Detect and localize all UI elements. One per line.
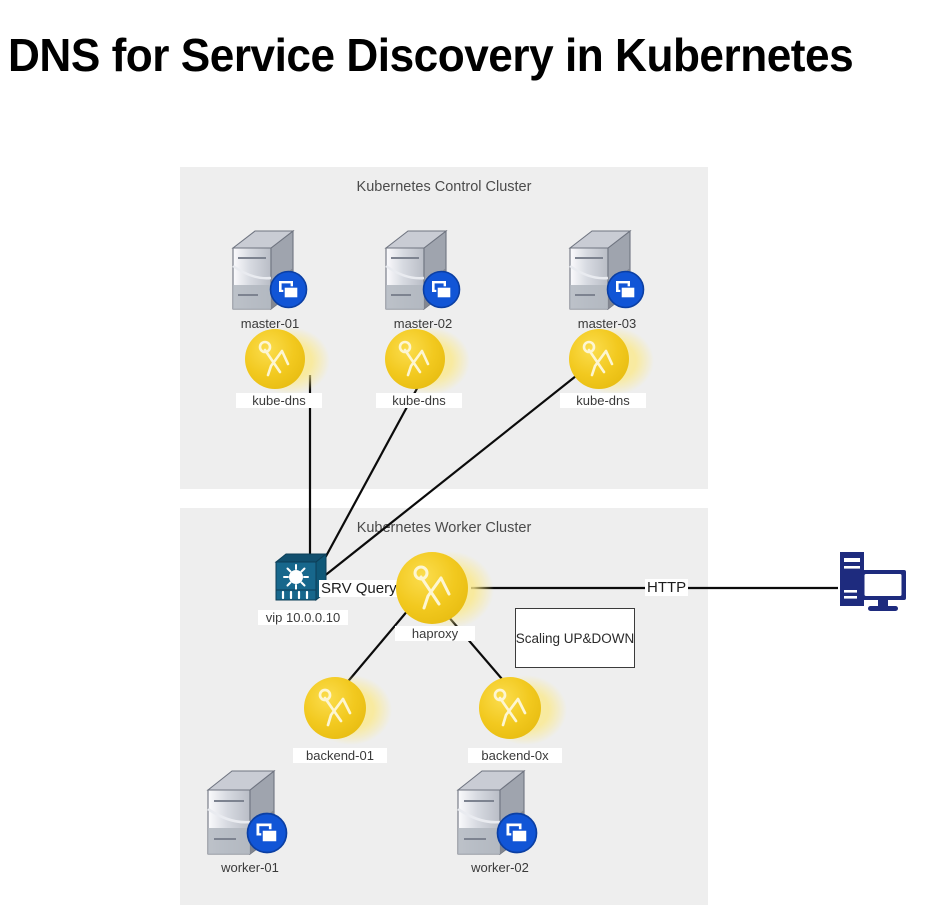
node-worker-02[interactable]: worker-02 xyxy=(450,760,544,875)
edge-label-srv-query: SRV Query xyxy=(319,580,399,597)
dns-pod-icon xyxy=(391,548,495,639)
node-backend-01[interactable]: backend-01 xyxy=(293,672,393,763)
server-icon xyxy=(562,222,648,319)
scaling-note-box: Scaling UP&DOWN xyxy=(515,608,635,668)
node-label: worker-01 xyxy=(221,860,279,875)
server-icon xyxy=(450,760,544,865)
dns-pod-icon xyxy=(472,672,568,753)
node-label: master-02 xyxy=(393,316,453,331)
node-worker-01[interactable]: worker-01 xyxy=(200,760,294,875)
vm-badge-icon xyxy=(422,270,461,314)
server-icon xyxy=(200,760,294,865)
dns-pod-icon xyxy=(562,325,654,402)
node-label: kube-dns xyxy=(236,393,322,408)
control-cluster-title: Kubernetes Control Cluster xyxy=(356,179,532,195)
dns-pod-icon xyxy=(297,672,393,753)
node-backend-0x[interactable]: backend-0x xyxy=(468,672,568,763)
node-label: worker-02 xyxy=(471,860,529,875)
node-label: kube-dns xyxy=(376,393,462,408)
node-haproxy[interactable]: haproxy xyxy=(391,548,495,641)
dns-pod-icon xyxy=(378,325,470,402)
network-switch-icon xyxy=(274,552,328,609)
server-icon xyxy=(378,222,464,319)
vm-badge-icon xyxy=(246,812,288,859)
node-kube-dns-1[interactable]: kube-dns xyxy=(236,325,330,408)
server-icon xyxy=(225,222,311,319)
node-client-computer[interactable] xyxy=(836,550,910,621)
node-label: master-01 xyxy=(240,316,300,331)
dns-pod-icon xyxy=(238,325,330,402)
node-label: kube-dns xyxy=(560,393,646,408)
vm-badge-icon xyxy=(606,270,645,314)
node-master-01[interactable]: master-01 xyxy=(225,222,311,331)
node-network-switch[interactable]: vip 10.0.0.10 xyxy=(258,552,348,625)
scaling-note-text: Scaling UP&DOWN xyxy=(515,630,635,646)
worker-cluster-title: Kubernetes Worker Cluster xyxy=(356,520,532,536)
node-kube-dns-2[interactable]: kube-dns xyxy=(376,325,470,408)
node-master-03[interactable]: master-03 xyxy=(562,222,648,331)
vm-badge-icon xyxy=(496,812,538,859)
node-label: backend-0x xyxy=(468,748,562,763)
vm-badge-icon xyxy=(269,270,308,314)
node-label: haproxy xyxy=(395,626,475,641)
edge-label-http: HTTP xyxy=(645,579,689,596)
node-label: backend-01 xyxy=(293,748,387,763)
node-label: master-03 xyxy=(577,316,637,331)
node-kube-dns-3[interactable]: kube-dns xyxy=(560,325,654,408)
node-master-02[interactable]: master-02 xyxy=(378,222,464,331)
desktop-computer-icon xyxy=(836,550,910,621)
page-title: DNS for Service Discovery in Kubernetes xyxy=(8,29,854,81)
node-label: vip 10.0.0.10 xyxy=(258,610,348,625)
